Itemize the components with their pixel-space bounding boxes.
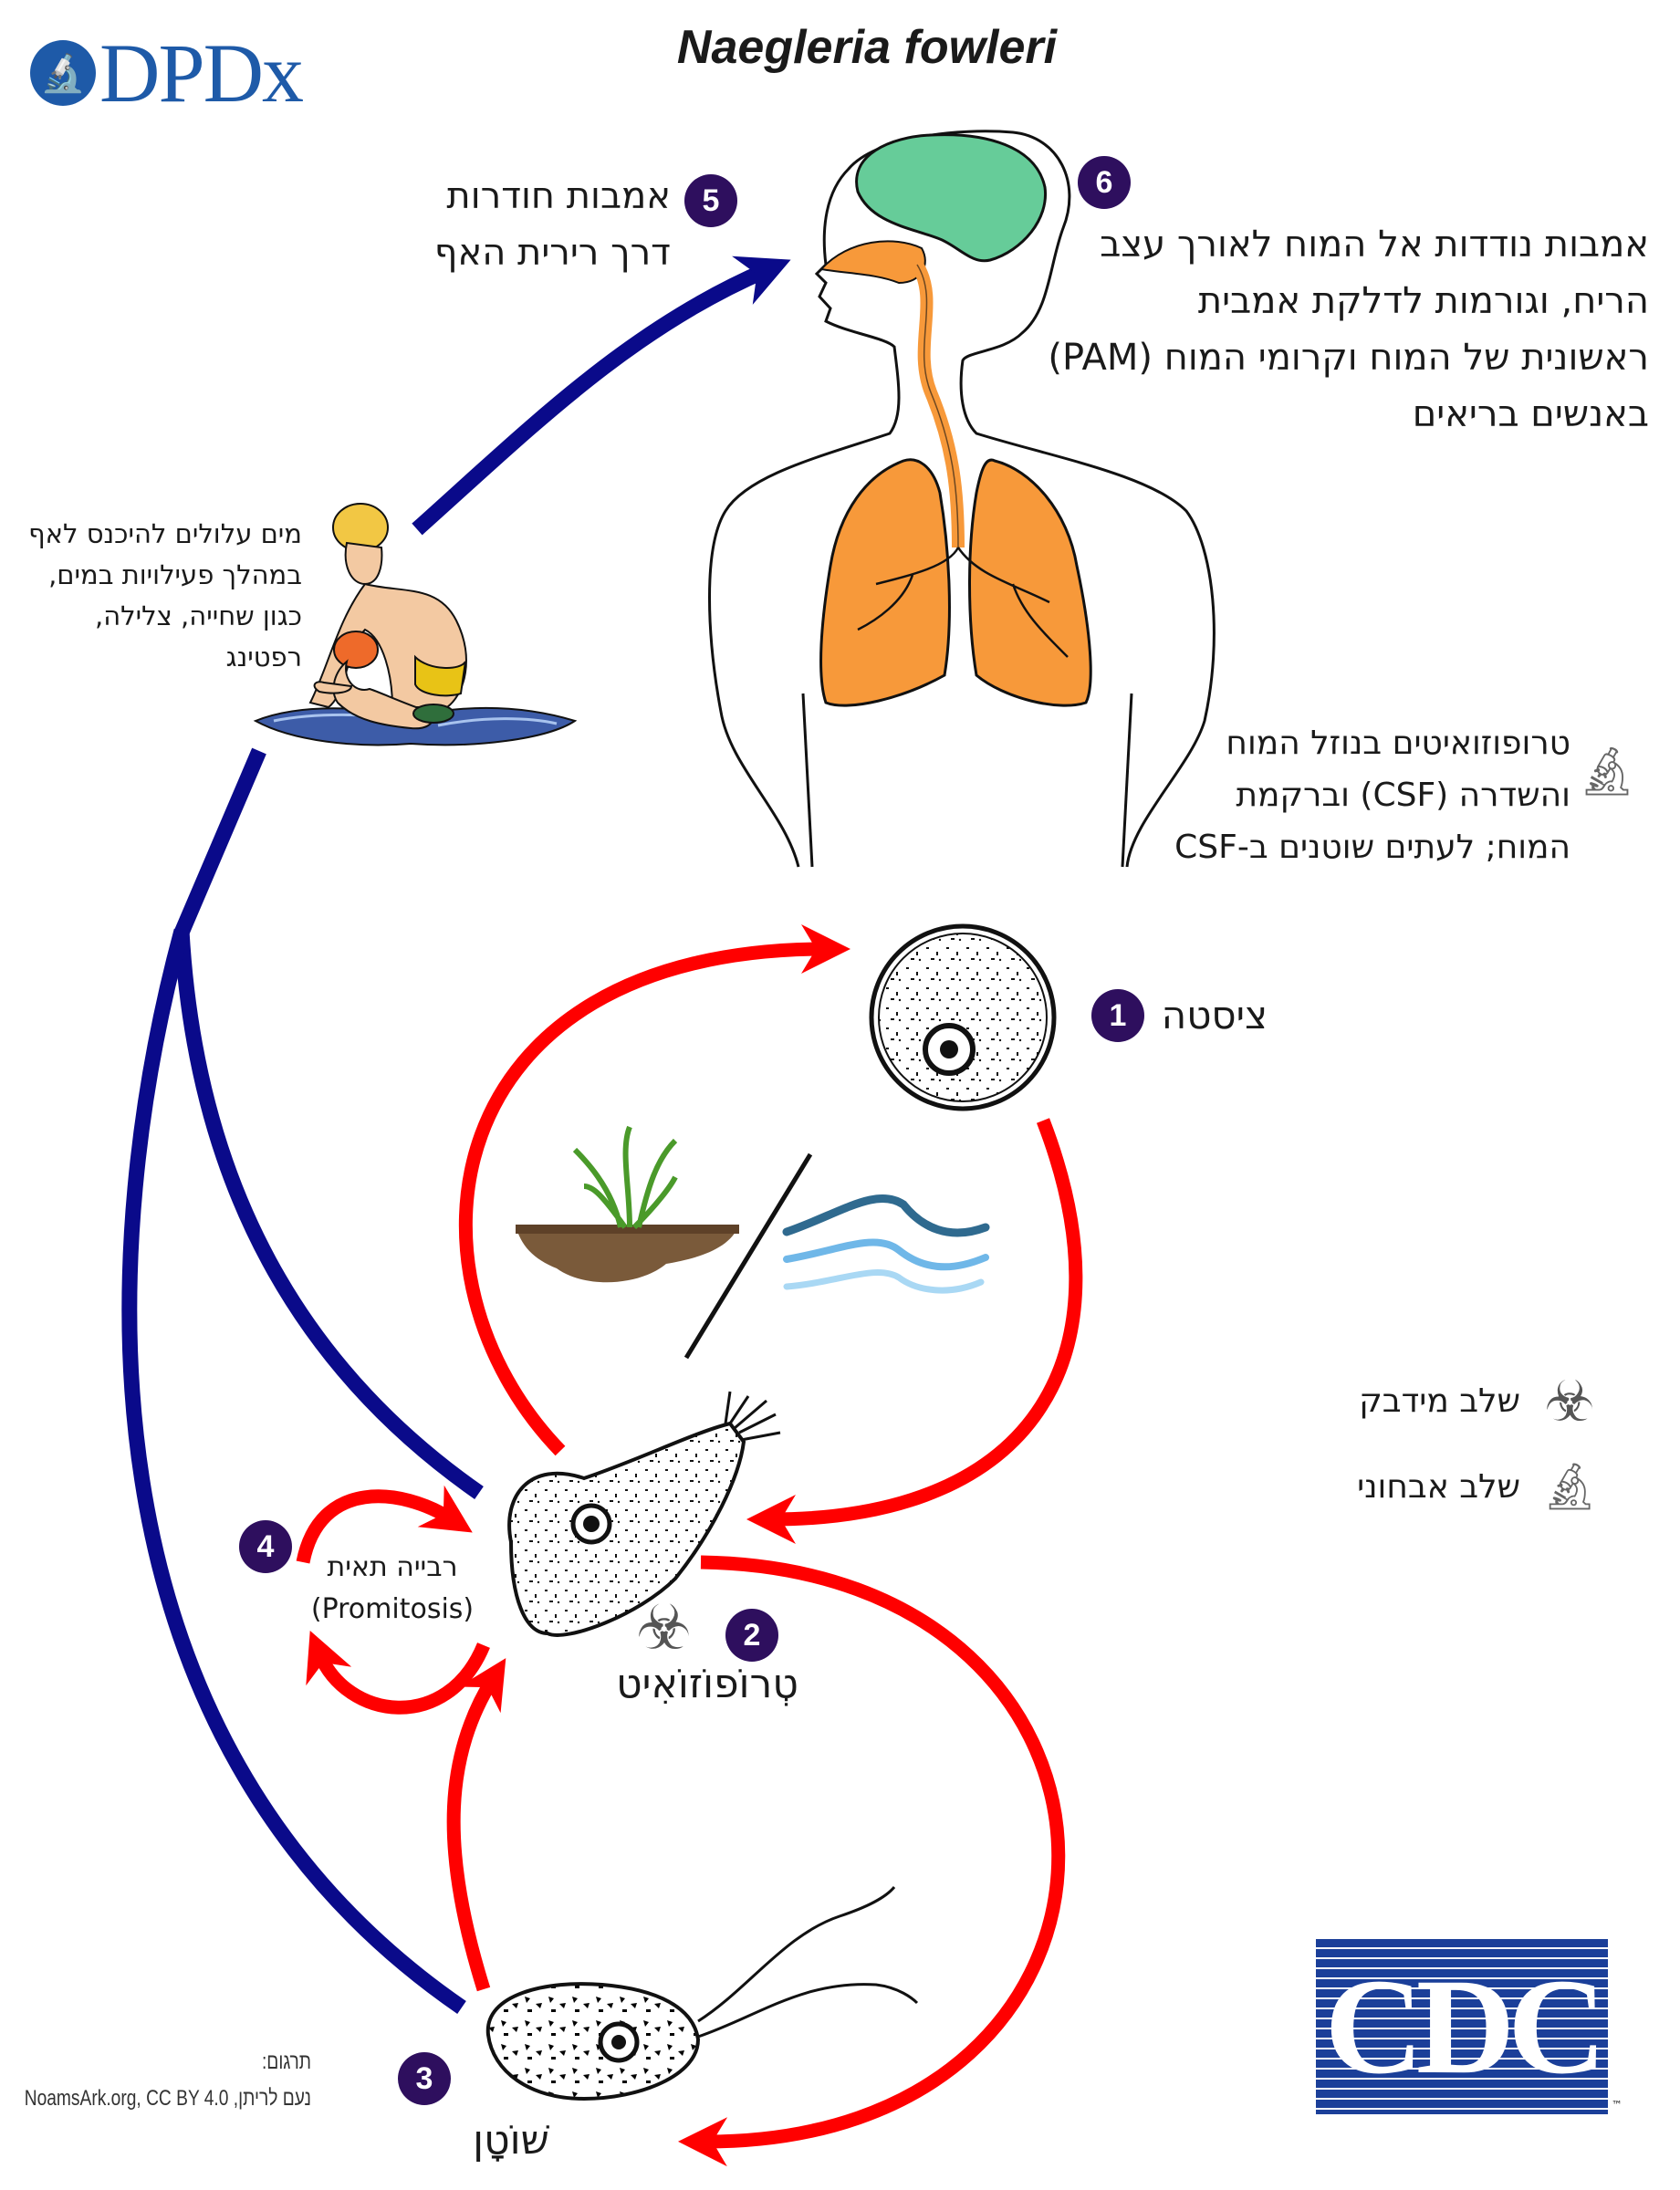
trademark-mark: ™ — [1612, 2099, 1623, 2112]
step5-line: אמבות חודרות — [446, 175, 671, 217]
legend-diagnostic: שלב אבחוני 🔬︎ — [1332, 1445, 1606, 1528]
promitosis-label: רבייה תאית (Promitosis) — [292, 1547, 493, 1631]
divider-slash — [683, 1152, 813, 1360]
step4-badge: 4 — [239, 1520, 292, 1573]
legend-infective: שלב מידבק ☣ — [1332, 1367, 1606, 1434]
step6-text: אמבות נודדות אל המוח לאורך עצב הריח, וגו… — [1010, 216, 1649, 443]
step6-line: ראשונית של המוח וקרומי המוח (PAM) — [1048, 337, 1649, 379]
credits-line: נעם לריתן, NoamsArk.org, CC BY 4.0 — [24, 2086, 311, 2111]
legend: שלב מידבק ☣ שלב אבחוני 🔬︎ — [1332, 1367, 1606, 1528]
legend-diagnostic-label: שלב אבחוני — [1357, 1467, 1520, 1506]
soil-illustration — [516, 1125, 739, 1283]
water-note-line: כגון שחייה, צלילה, — [95, 600, 302, 631]
water-note-line: במהלך פעילויות במים, — [48, 559, 302, 590]
step6-line: באנשים בריאים — [1412, 393, 1649, 435]
step6-line: הריח, וגורמות לדלקת אמבית — [1197, 280, 1649, 322]
translation-credits: תרגום: נעם לריתן, NoamsArk.org, CC BY 4.… — [5, 2044, 311, 2117]
water-exposure-note: מים עלולים להיכנס לאף במהלך פעילויות במי… — [1, 514, 302, 678]
biohazard-icon: ☣ — [1544, 1367, 1595, 1434]
blue-arrow-to-nose — [412, 256, 791, 536]
dpdx-logo: 🔬 DPDx — [30, 26, 304, 120]
diagnostic-note: טרופוזואיטים בנוזל המוח והשדרה (CSF) ובר… — [1096, 717, 1570, 873]
cdc-logo: CDC — [1316, 1939, 1608, 2114]
legend-infective-label: שלב מידבק — [1359, 1382, 1520, 1420]
red-arrow-cyst-to-trophozoite — [746, 1118, 1083, 1544]
diagnostic-note-line: טרופוזואיטים בנוזל המוח — [1226, 725, 1570, 762]
step6-badge: 6 — [1078, 156, 1131, 209]
water-illustration — [782, 1194, 990, 1294]
red-arrow-promitosis-top — [296, 1485, 473, 1564]
water-note-line: רפטינג — [225, 641, 302, 673]
swimmers-illustration — [253, 503, 578, 746]
promitosis-line: רבייה תאית — [327, 1551, 458, 1583]
microscope-logo-icon: 🔬 — [30, 40, 96, 106]
trophozoite-illustration — [507, 1391, 781, 1637]
step1-badge: 1 — [1091, 989, 1144, 1042]
nasal-cavity — [819, 240, 926, 285]
blue-line-trunk — [174, 747, 266, 936]
blue-line-to-trophozoite — [173, 930, 484, 1499]
credits-line: תרגום: — [261, 2049, 311, 2074]
step2-badge: 2 — [725, 1609, 778, 1662]
red-arrow-trophozoite-to-flagellate — [678, 1555, 1066, 2167]
red-arrow-flagellate-to-trophozoite — [446, 1658, 506, 1992]
blue-arrows — [121, 256, 791, 2014]
diagnostic-note-line: המוח; לעתים שוטנים ב-CSF — [1174, 829, 1570, 866]
step5-badge: 5 — [684, 174, 737, 227]
step6-line: אמבות נודדות אל המוח לאורך עצב — [1100, 224, 1649, 266]
blue-line-to-flagellate — [121, 928, 466, 2014]
red-arrow-trophozoite-to-cyst — [458, 924, 850, 1456]
trophozoite-label: טְרוֹפוֹזוֹאִיט — [616, 1661, 798, 1707]
dpdx-logo-text: DPDx — [99, 26, 304, 120]
diagnostic-note-line: והשדרה (CSF) וברקמת — [1236, 777, 1570, 814]
water-note-line: מים עלולים להיכנס לאף — [28, 518, 302, 549]
cyst-label: ציסטה — [1161, 993, 1268, 1038]
cyst-illustration — [869, 923, 1057, 1111]
promitosis-line: (Promitosis) — [310, 1593, 475, 1625]
page-title: Naegleria fowleri — [676, 21, 1058, 74]
red-arrow-promitosis-bottom — [306, 1631, 490, 1715]
red-arrows — [296, 924, 1083, 2167]
flagellate-label: שׁוֹטָן — [473, 2117, 549, 2164]
step5-line: דרך רירית האף — [433, 232, 671, 274]
step3-badge: 3 — [398, 2052, 451, 2105]
biohazard-icon: ☣ — [636, 1592, 692, 1664]
microscope-icon: 🔬︎ — [1577, 745, 1638, 799]
microscope-icon: 🔬︎ — [1540, 1459, 1599, 1513]
brain — [855, 133, 1048, 263]
right-lung — [968, 458, 1092, 707]
flagellate-illustration — [485, 1886, 919, 2101]
cdc-logo-text: CDC — [1324, 1951, 1607, 2102]
step5-text: אמבות חודרות דרך רירית האף — [287, 168, 671, 281]
